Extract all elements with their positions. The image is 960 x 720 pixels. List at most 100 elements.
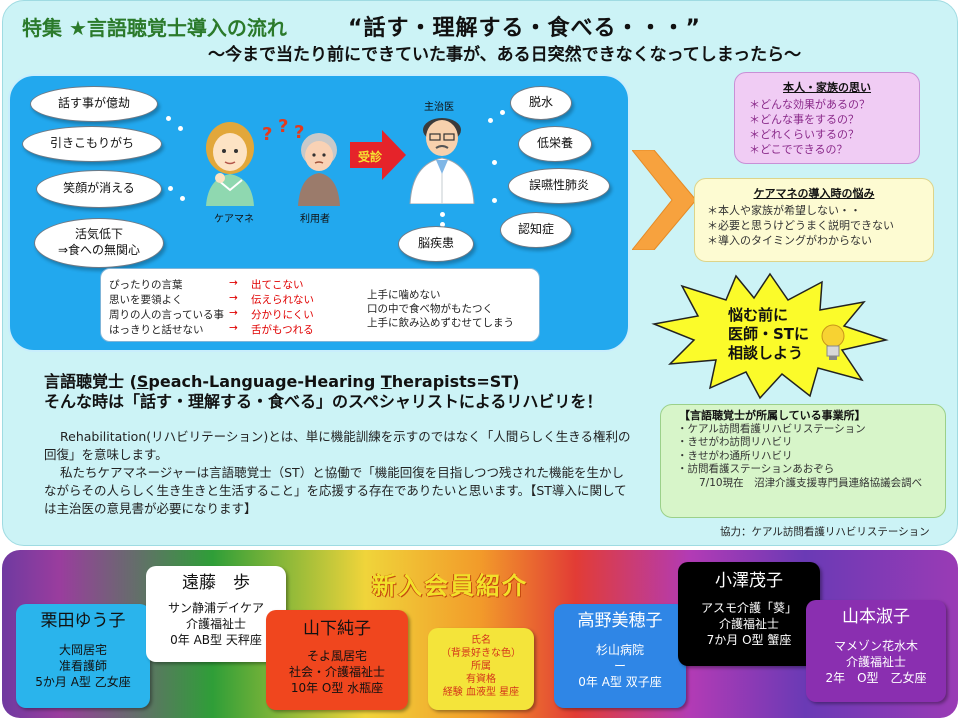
cloud-talk: 話す事が億劫 [30, 86, 158, 122]
legend-line: 氏名 [471, 635, 491, 646]
symptom-cause: 周りの人の言っている事 [109, 309, 224, 321]
flow-arrow-icon [632, 150, 696, 250]
member-detail: 2年 O型 乙女座 [825, 671, 927, 685]
member-detail: マメゾン花水木 [833, 639, 918, 653]
st-office-item: ・訪問看護ステーションあおぞら [677, 463, 835, 475]
cloud-dehydration: 脱水 [510, 86, 572, 120]
st-title-initial-t: T [380, 372, 392, 391]
doctor-label: 主治医 [424, 102, 454, 113]
member-detail: サン静浦デイケア [167, 601, 264, 615]
member-detail: ー [613, 659, 626, 673]
cloud-text: 話す事が億劫 [57, 96, 130, 111]
member-detail: 10年 O型 水瓶座 [290, 681, 384, 695]
symptom-result: 出てこない [251, 279, 304, 291]
member-name: 栗田ゆう子 [40, 611, 126, 631]
member-card-kurita: 栗田ゆう子 大岡居宅 准看護師 5か月 A型 乙女座 [16, 604, 150, 708]
visit-arrow-label: 受診 [358, 150, 383, 164]
subheadline: ～今まで当たり前にできていた事が、ある日突然できなくなってしまったら～ [208, 45, 802, 65]
consult-message: 悩む前に 医師・STに 相談しよう [728, 306, 809, 363]
eating-issue: 口の中で食べ物がもたつく [367, 303, 493, 315]
caremanager-worries-title: ケアマネの導入時の悩み [753, 187, 875, 200]
family-feeling-item: ＊どんな事をするの？ [749, 113, 859, 126]
member-card-endo: 遠藤 歩 サン静浦デイケア 介護福祉士 0年 AB型 天秤座 [146, 566, 286, 662]
family-feeling-item: ＊どこでできるの？ [749, 143, 848, 156]
st-office-item: ・きせがわ通所リハビリ [677, 449, 793, 462]
member-detail: そよ風居宅 [306, 649, 367, 663]
thought-dot [492, 198, 497, 203]
st-subtitle: そんな時は「話す・理解する・食べる」のスペシャリストによるリハビリを！ [44, 392, 603, 411]
member-name: 高野美穂子 [577, 611, 663, 631]
member-detail: 准看護師 [58, 659, 107, 673]
user-label: 利用者 [300, 214, 330, 225]
symptom-result: 舌がもつれる [251, 324, 314, 336]
question-mark: ? [294, 122, 305, 143]
member-card-takano: 高野美穂子 杉山病院 ー 0年 A型 双子座 [554, 604, 686, 708]
credit-line: 協力：ケアル訪問看護リハビリステーション [720, 526, 930, 538]
cloud-text: 活気低下 ⇒食への無関心 [57, 227, 141, 257]
member-detail: 杉山病院 [595, 643, 644, 657]
member-name: 山本淑子 [842, 607, 910, 627]
member-card-legend: 氏名 （背景好きな色） 所属 有資格 経験 血液型 星座 [428, 628, 534, 710]
symptom-cause: ぴったりの言葉 [109, 279, 183, 291]
headline: “話す・理解する・食べる・・・” [348, 16, 701, 41]
consult-line: 相談しよう [728, 344, 804, 362]
caremanager-label: ケアマネ [214, 214, 254, 225]
thought-dot [440, 212, 445, 217]
member-detail: 7か月 O型 蟹座 [706, 633, 792, 647]
st-office-item: ・ケアル訪問看護リハビリステーション [677, 422, 866, 435]
legend-line: 有資格 [466, 674, 496, 685]
member-detail: 0年 A型 双子座 [578, 675, 662, 689]
eating-issue: 上手に噛めない [367, 289, 441, 301]
cloud-smile: 笑顔が消える [36, 170, 162, 208]
member-card-yamashita: 山下純子 そよ風居宅 社会・介護福祉士 10年 O型 水瓶座 [266, 610, 408, 710]
visit-arrow-icon [350, 130, 406, 180]
st-title-prefix: 言語聴覚士 ( [44, 372, 137, 391]
member-detail: 5か月 A型 乙女座 [35, 675, 131, 689]
thought-dot [178, 126, 183, 131]
family-feelings-box: 本人・家族の思い ＊どんな効果があるの？ ＊どんな事をするの？ ＊どれくらいする… [734, 72, 920, 164]
feature-tag: 特集 ★言語聴覚士導入の流れ [22, 16, 287, 40]
user-figure [298, 133, 340, 206]
symptom-result: 伝えられない [251, 294, 314, 306]
legend-line: 所属 [471, 661, 491, 672]
cloud-pneumonia: 誤嚥性肺炎 [508, 168, 610, 204]
rehab-description: Rehabilitation(リハビリテーション)とは、単に機能訓練を示すのでは… [44, 429, 631, 462]
cloud-withdrawn: 引きこもりがち [22, 126, 162, 162]
thought-dot [440, 222, 445, 227]
symptom-cause: はっきりと話せない [109, 324, 204, 336]
caremanager-worries-box: ケアマネの導入時の悩み ＊本人や家族が希望しない・・ ＊必要と思うけどうまく説明… [694, 178, 934, 262]
member-detail: 介護福祉士 [845, 655, 906, 669]
member-detail: 介護福祉士 [185, 617, 246, 631]
cloud-dementia: 認知症 [500, 212, 572, 248]
cloud-text: 脳疾患 [417, 236, 454, 251]
new-members-title: 新入会員紹介 [372, 572, 528, 600]
family-feeling-item: ＊どんな効果があるの？ [749, 98, 870, 111]
cloud-text: 引きこもりがち [49, 136, 134, 151]
st-title-part: herapists=ST) [391, 372, 520, 391]
cloud-malnutrition: 低栄養 [518, 126, 592, 162]
cloud-appetite: 活気低下 ⇒食への無関心 [34, 218, 164, 268]
legend-line: 経験 血液型 星座 [442, 687, 520, 698]
caremanager-worry-item: ＊必要と思うけどうまく説明できない [707, 219, 894, 232]
question-mark: ? [278, 116, 289, 137]
caremanager-figure [206, 122, 254, 206]
st-offices-box: 【言語聴覚士が所属している事業所】 ・ケアル訪問看護リハビリステーション ・きせ… [660, 404, 946, 518]
thought-dot [166, 116, 171, 121]
st-title: 言語聴覚士 (Speach-Language-Hearing Therapist… [44, 368, 519, 392]
member-name: 山下純子 [303, 619, 371, 639]
caremanager-worry-item: ＊導入のタイミングがわからない [707, 234, 872, 247]
symptom-cause: 思いを要領よく [109, 294, 183, 306]
doctor-figure [409, 118, 475, 204]
thought-dot [180, 196, 185, 201]
cloud-text: 認知症 [517, 222, 554, 237]
cloud-brain-disease: 脳疾患 [398, 226, 474, 262]
member-card-ozawa: 小澤茂子 アスモ介護「葵」 介護福祉士 7か月 O型 蟹座 [678, 562, 820, 666]
st-title-part: peach-Language-Hearing [148, 372, 381, 391]
member-name: 小澤茂子 [715, 571, 783, 591]
member-detail: 0年 AB型 天秤座 [170, 633, 262, 647]
cloud-text: 誤嚥性肺炎 [528, 178, 589, 193]
consult-line: 悩む前に [728, 306, 789, 324]
member-card-yamamoto: 山本淑子 マメゾン花水木 介護福祉士 2年 O型 乙女座 [806, 600, 946, 702]
symptom-arrow: → [229, 322, 238, 334]
st-offices-title: 【言語聴覚士が所属している事業所】 [679, 409, 866, 422]
